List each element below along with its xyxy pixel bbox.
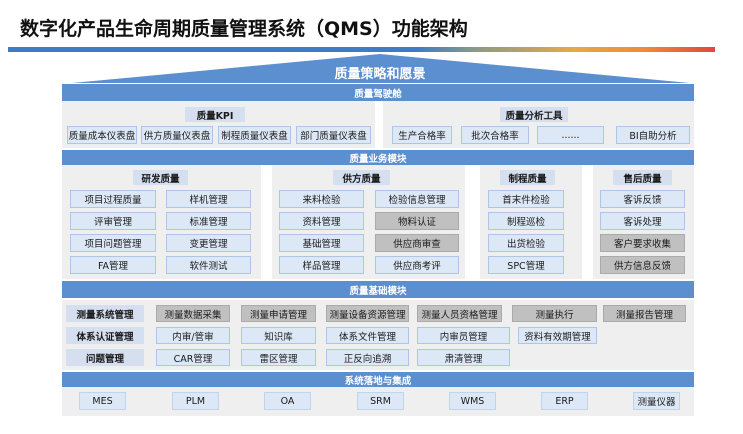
supplier-quality-title: 供方质量 xyxy=(333,170,390,185)
rd-item[interactable]: 变更管理 xyxy=(166,234,251,252)
system-plm[interactable]: PLM xyxy=(172,392,219,410)
process-item[interactable]: 首末件检验 xyxy=(488,190,564,208)
aftersales-item[interactable]: 供方信息反馈 xyxy=(600,256,685,274)
supplier-item[interactable]: 基础管理 xyxy=(279,234,364,252)
issue-management-label: 问题管理 xyxy=(66,349,144,366)
rd-item[interactable]: 项目过程质量 xyxy=(70,190,156,208)
measurement-item[interactable]: 测量设备资源管理 xyxy=(326,305,409,322)
aftersales-item[interactable]: 客诉处理 xyxy=(600,212,685,230)
supplier-item[interactable]: 物料认证 xyxy=(375,212,459,230)
system-srm[interactable]: SRM xyxy=(357,392,404,410)
measurement-item[interactable]: 测量执行 xyxy=(512,305,597,322)
kpi-title: 质量KPI xyxy=(185,107,245,122)
system-oa[interactable]: OA xyxy=(264,392,311,410)
rd-item[interactable]: 评审管理 xyxy=(70,212,156,230)
rd-item[interactable]: 项目问题管理 xyxy=(70,234,156,252)
cockpit-header: 质量驾驶舱 xyxy=(62,84,694,101)
page-title: 数字化产品生命周期质量管理系统（QMS）功能架构 xyxy=(20,18,468,40)
rd-item[interactable]: 样机管理 xyxy=(166,190,251,208)
analysis-item[interactable]: BI自助分析 xyxy=(616,126,690,144)
certification-item[interactable]: 知识库 xyxy=(241,327,316,344)
issue-item[interactable]: 正反向追溯 xyxy=(326,349,409,366)
kpi-item[interactable]: 部门质量仪表盘 xyxy=(296,126,371,144)
kpi-item[interactable]: 制程质量仪表盘 xyxy=(218,126,291,144)
rd-item[interactable]: FA管理 xyxy=(70,256,156,274)
measurement-item[interactable]: 测量申请管理 xyxy=(241,305,316,322)
supplier-item[interactable]: 资料管理 xyxy=(279,212,364,230)
issue-item[interactable]: 肃清管理 xyxy=(417,349,510,366)
supplier-item[interactable]: 供应商审查 xyxy=(375,234,459,252)
aftersales-item[interactable]: 客诉反馈 xyxy=(600,190,685,208)
supplier-item[interactable]: 检验信息管理 xyxy=(375,190,459,208)
system-wms[interactable]: WMS xyxy=(449,392,496,410)
analysis-item[interactable]: 生产合格率 xyxy=(392,126,452,144)
strategy-vision-title: 质量策略和愿景 xyxy=(334,67,426,82)
aftersales-item[interactable]: 客户要求收集 xyxy=(600,234,685,252)
foundation-header: 质量基础模块 xyxy=(62,281,694,298)
issue-item[interactable]: 雷区管理 xyxy=(241,349,316,366)
system-mes[interactable]: MES xyxy=(79,392,126,410)
rd-quality-title: 研发质量 xyxy=(133,170,188,185)
analysis-item[interactable]: 批次合格率 xyxy=(461,126,529,144)
measurement-item[interactable]: 测量人员资格管理 xyxy=(417,305,502,322)
analysis-title: 质量分析工具 xyxy=(500,107,568,122)
integration-header: 系统落地与集成 xyxy=(62,372,694,387)
measurement-item[interactable]: 测量数据采集 xyxy=(156,305,230,322)
analysis-item[interactable]: ...... xyxy=(537,126,604,144)
kpi-item[interactable]: 供方质量仪表盘 xyxy=(141,126,213,144)
process-item[interactable]: SPC管理 xyxy=(488,256,564,274)
supplier-item[interactable]: 供应商考评 xyxy=(375,256,459,274)
measurement-system-label: 测量系统管理 xyxy=(66,305,144,322)
supplier-item[interactable]: 样品管理 xyxy=(279,256,364,274)
certification-item[interactable]: 体系文件管理 xyxy=(326,327,409,344)
system-measuring-instruments[interactable]: 测量仪器 xyxy=(633,392,680,410)
system-erp[interactable]: ERP xyxy=(541,392,588,410)
certification-item[interactable]: 资料有效期管理 xyxy=(518,327,597,344)
aftersales-quality-title: 售后质量 xyxy=(613,170,672,185)
process-quality-title: 制程质量 xyxy=(500,170,555,185)
certification-item[interactable]: 内审员管理 xyxy=(417,327,510,344)
measurement-item[interactable]: 测量报告管理 xyxy=(603,305,686,322)
issue-item[interactable]: CAR管理 xyxy=(156,349,230,366)
process-item[interactable]: 出货检验 xyxy=(488,234,564,252)
roof-triangle xyxy=(72,54,690,84)
rd-item[interactable]: 标准管理 xyxy=(166,212,251,230)
title-underline-gradient xyxy=(8,47,715,52)
process-item[interactable]: 制程巡检 xyxy=(488,212,564,230)
supplier-item[interactable]: 来料检验 xyxy=(279,190,364,208)
business-header: 质量业务模块 xyxy=(62,150,694,165)
rd-item[interactable]: 软件测试 xyxy=(166,256,251,274)
certification-item[interactable]: 内审/管审 xyxy=(156,327,230,344)
certification-label: 体系认证管理 xyxy=(66,327,144,344)
kpi-item[interactable]: 质量成本仪表盘 xyxy=(67,126,137,144)
